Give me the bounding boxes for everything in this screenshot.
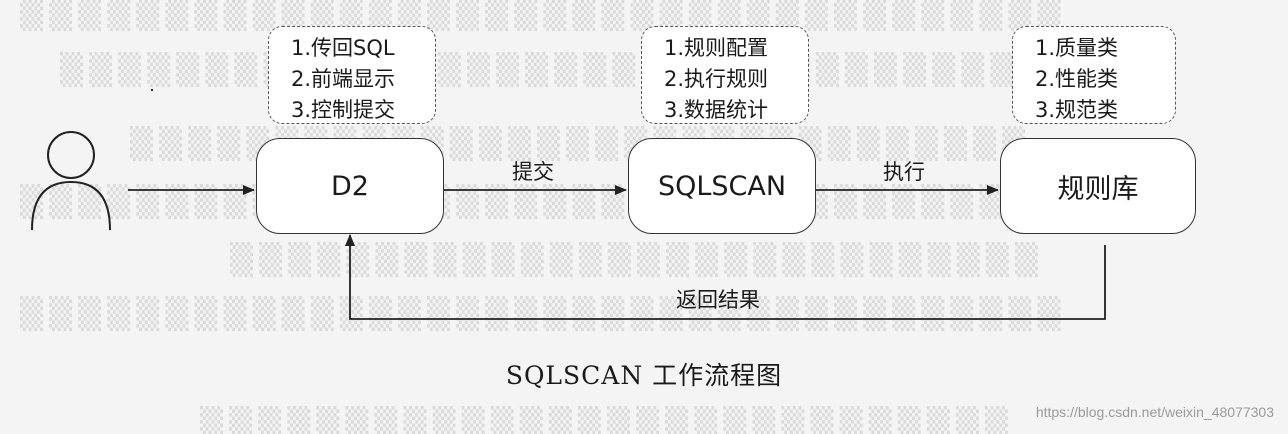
submit-edge-label: 提交	[512, 160, 554, 184]
d2-note-line: 2.前端显示	[291, 67, 396, 91]
return-edge-label: 返回结果	[676, 288, 760, 312]
d2-node-label: D2	[331, 170, 369, 202]
sqlscan-note-line: 3.数据统计	[664, 98, 769, 122]
sqlscan-node-label: SQLSCAN	[657, 170, 787, 202]
rules-note-line: 2.性能类	[1035, 67, 1119, 91]
d2-note-line: 3.控制提交	[291, 98, 396, 122]
rules-node[interactable]: 规则库	[1000, 138, 1196, 234]
d2-node[interactable]: D2	[256, 138, 444, 234]
d2-note: 1.传回SQL 2.前端显示 3.控制提交	[268, 26, 436, 124]
execute-edge-label: 执行	[883, 160, 925, 184]
sqlscan-note: 1.规则配置 2.执行规则 3.数据统计	[641, 26, 809, 124]
scan-speck	[150, 88, 154, 92]
watermark: https://blog.csdn.net/weixin_48077303	[1035, 404, 1274, 420]
rules-note-line: 3.规范类	[1035, 98, 1119, 122]
user-icon	[31, 131, 111, 231]
sqlscan-note-line: 2.执行规则	[664, 67, 769, 91]
rules-note: 1.质量类 2.性能类 3.规范类	[1012, 26, 1176, 124]
rules-node-label: 规则库	[1057, 173, 1139, 205]
arrow-return-to-d2	[345, 234, 1106, 320]
sqlscan-note-line: 1.规则配置	[664, 36, 769, 60]
d2-note-line: 1.传回SQL	[291, 36, 395, 60]
figure-caption: SQLSCAN 工作流程图	[505, 361, 783, 390]
rules-note-line: 1.质量类	[1035, 36, 1119, 60]
sqlscan-node[interactable]: SQLSCAN	[628, 138, 816, 234]
